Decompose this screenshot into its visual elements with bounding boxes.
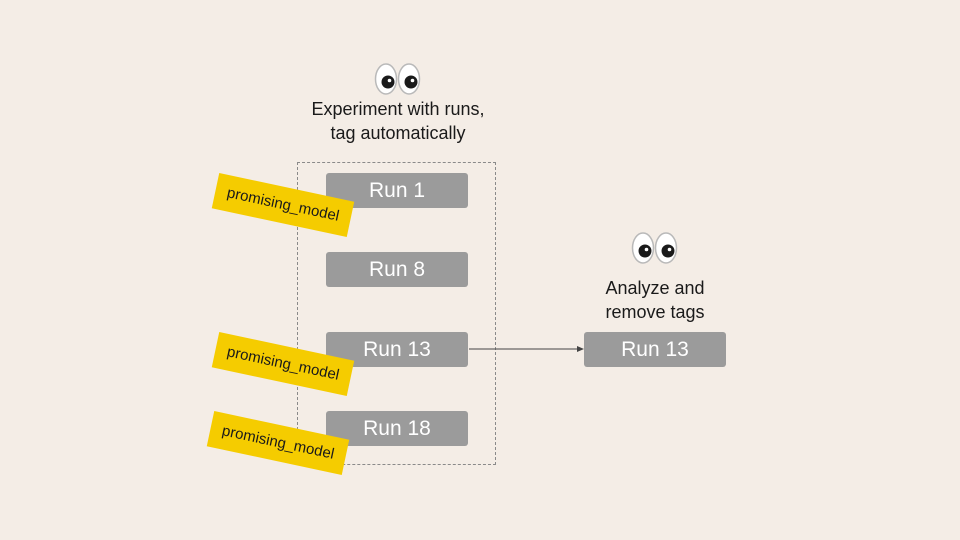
- eyes-icon: [374, 63, 421, 95]
- run-box-18: Run 18: [326, 411, 468, 446]
- run-box-8: Run 8: [326, 252, 468, 287]
- right-caption-line-1: Analyze and: [605, 278, 705, 298]
- left-caption-line-1: Experiment with runs,: [311, 99, 485, 119]
- left-caption: Experiment with runs, tag automatically: [298, 97, 498, 145]
- left-caption-line-2: tag automatically: [330, 123, 466, 143]
- right-caption-line-2: remove tags: [605, 302, 705, 322]
- eyes-icon: [631, 232, 678, 264]
- right-caption: Analyze and remove tags: [575, 276, 735, 324]
- run-box-13-analyzed: Run 13: [584, 332, 726, 367]
- runs-container: [297, 162, 496, 465]
